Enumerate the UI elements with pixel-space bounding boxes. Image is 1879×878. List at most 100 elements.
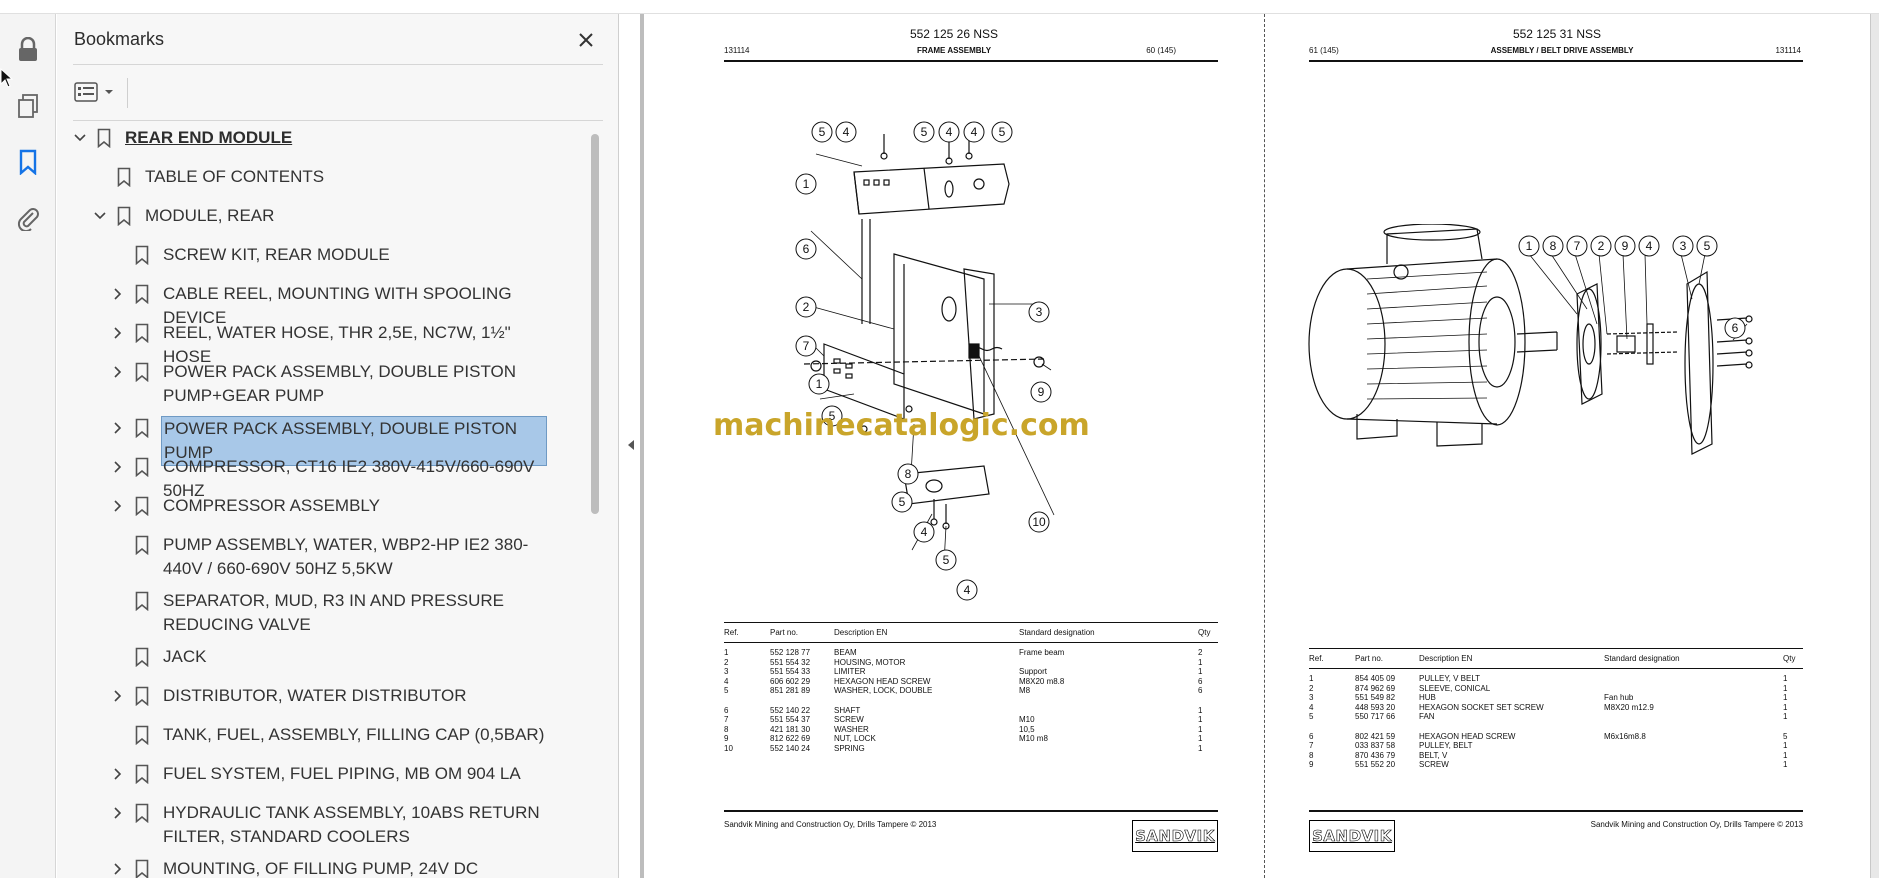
close-icon[interactable] [572,26,600,54]
chevron-right-icon[interactable] [109,416,127,440]
chevron-right-icon[interactable] [109,801,127,825]
lock-icon[interactable] [10,32,46,68]
bookmark-icon [133,589,151,613]
cell-description: BEAM [834,648,857,657]
svg-text:5: 5 [943,553,950,567]
bookmark-icon [133,321,151,345]
chevron-down-icon[interactable] [71,126,89,150]
bookmark-item[interactable]: REAR END MODULE [71,126,294,150]
cell-description: HEXAGON SOCKET SET SCREW [1419,702,1544,712]
bookmark-item[interactable]: COMPRESSOR ASSEMBLY [109,494,382,518]
bookmark-item[interactable]: SCREW KIT, REAR MODULE [109,243,392,267]
bookmark-icon [95,126,113,150]
bookmark-icon[interactable] [10,144,46,180]
col-description: Description EN [1419,654,1473,663]
svg-text:4: 4 [921,525,928,539]
bookmark-icon [133,801,151,825]
cell-description: HEXAGON HEAD SCREW [1419,731,1516,741]
scrollbar-thumb[interactable] [591,134,599,514]
bookmark-item[interactable]: TABLE OF CONTENTS [91,165,326,189]
chevron-right-icon[interactable] [109,857,127,878]
bookmark-label: COMPRESSOR, CT16 IE2 380V-415V/660-690V … [163,457,535,500]
cell-ref: 4 [724,676,729,686]
cell-qty: 1 [1783,702,1788,712]
cell-partno: 551 552 20 [1355,760,1396,769]
cell-qty: 1 [1198,705,1203,715]
col-qty: Qty [1198,628,1211,637]
svg-text:1: 1 [1526,239,1533,253]
cell-qty: 5 [1783,731,1788,741]
cell-description: SLEEVE, CONICAL [1419,683,1491,693]
cell-partno: 421 181 30 [770,724,811,734]
cell-ref: 5 [1309,712,1314,721]
chevron-down-icon[interactable] [91,204,109,228]
bookmark-item[interactable]: JACK [109,645,208,669]
cell-qty: 1 [1198,715,1203,724]
bookmark-item[interactable]: FUEL SYSTEM, FUEL PIPING, MB OM 904 LA [109,762,523,786]
vertical-scrollbar[interactable] [1870,14,1879,878]
bookmark-item[interactable]: POWER PACK ASSEMBLY, DOUBLE PISTON PUMP+… [109,360,553,408]
panel-title: Bookmarks [74,29,165,49]
bookmark-label: REEL, WATER HOSE, THR 2,5E, NC7W, 1½" HO… [163,323,511,366]
table-rule [724,642,1218,643]
bookmark-icon [133,533,151,557]
options-icon[interactable] [74,78,120,106]
chevron-right-icon[interactable] [109,282,127,306]
chevron-right-icon[interactable] [109,360,127,384]
header-rule [724,60,1218,62]
bookmark-label: POWER PACK ASSEMBLY, DOUBLE PISTON PUMP+… [163,362,517,405]
svg-text:5: 5 [921,125,928,139]
cell-ref: 6 [724,705,729,715]
col-standard: Standard designation [1604,654,1680,663]
footer-rule [1309,810,1803,812]
svg-text:4: 4 [1646,239,1653,253]
pages-icon[interactable] [10,88,46,124]
chevron-right-icon[interactable] [109,494,127,518]
cell-qty: 1 [1783,750,1788,760]
bookmark-label: JACK [163,647,207,666]
bookmark-item[interactable]: REEL, WATER HOSE, THR 2,5E, NC7W, 1½" HO… [109,321,553,369]
footer-rule [724,810,1218,812]
bookmark-item[interactable]: DISTRIBUTOR, WATER DISTRIBUTOR [109,684,469,708]
bookmark-item[interactable]: HYDRAULIC TANK ASSEMBLY, 10ABS RETURN FI… [109,801,553,849]
chevron-right-icon[interactable] [109,684,127,708]
cell-standard: M8 [1019,686,1031,695]
cell-ref: 5 [724,686,729,695]
bookmark-item[interactable]: CABLE REEL, MOUNTING WITH SPOOLING DEVIC… [109,282,553,330]
col-partno: Part no. [770,628,799,637]
bookmark-label: HYDRAULIC TANK ASSEMBLY, 10ABS RETURN FI… [163,803,540,846]
cell-standard: Fan hub [1604,693,1634,702]
table-rule [1309,668,1803,669]
cell-description: SCREW [1419,760,1449,769]
document-viewer[interactable]: 552 125 26 NSS 131114 FRAME ASSEMBLY 60 … [640,14,1879,878]
attachment-icon[interactable] [10,200,46,236]
bookmark-item[interactable]: MOUNTING, OF FILLING PUMP, 24V DC [109,857,480,878]
bookmark-item[interactable]: PUMP ASSEMBLY, WATER, WBP2-HP IE2 380-44… [109,533,553,581]
bookmark-item[interactable]: POWER PACK ASSEMBLY, DOUBLE PISTON PUMP [109,416,547,466]
spacer [109,533,127,557]
table-header: Ref. Part no. Description EN Standard de… [724,628,1218,646]
footer-text: Sandvik Mining and Construction Oy, Dril… [724,820,937,829]
bookmark-icon [133,723,151,747]
cell-partno: 606 602 29 [770,676,811,686]
bookmark-item[interactable]: SEPARATOR, MUD, R3 IN AND PRESSURE REDUC… [109,589,553,637]
svg-text:5: 5 [999,125,1006,139]
chevron-right-icon[interactable] [109,321,127,345]
bookmark-item[interactable]: COMPRESSOR, CT16 IE2 380V-415V/660-690V … [109,455,553,503]
bookmark-label: REAR END MODULE [125,128,293,147]
collapse-panel-handle[interactable] [624,430,638,460]
svg-text:2: 2 [1598,239,1605,253]
bookmark-item[interactable]: MODULE, REAR [91,204,276,228]
chevron-right-icon[interactable] [109,455,127,479]
chevron-right-icon[interactable] [109,762,127,786]
svg-text:5: 5 [1704,239,1711,253]
bookmark-label: DISTRIBUTOR, WATER DISTRIBUTOR [163,686,467,705]
cell-description: LIMITER [834,667,866,676]
cell-qty: 2 [1198,648,1203,657]
cell-standard: M8X20 m12.9 [1604,702,1654,712]
bookmark-item[interactable]: TANK, FUEL, ASSEMBLY, FILLING CAP (0,5BA… [109,723,546,747]
bookmark-label: MOUNTING, OF FILLING PUMP, 24V DC [163,859,479,878]
svg-text:5: 5 [899,495,906,509]
bookmark-tree: REAR END MODULE TABLE OF CONTENTS MODULE, … [57,126,605,878]
